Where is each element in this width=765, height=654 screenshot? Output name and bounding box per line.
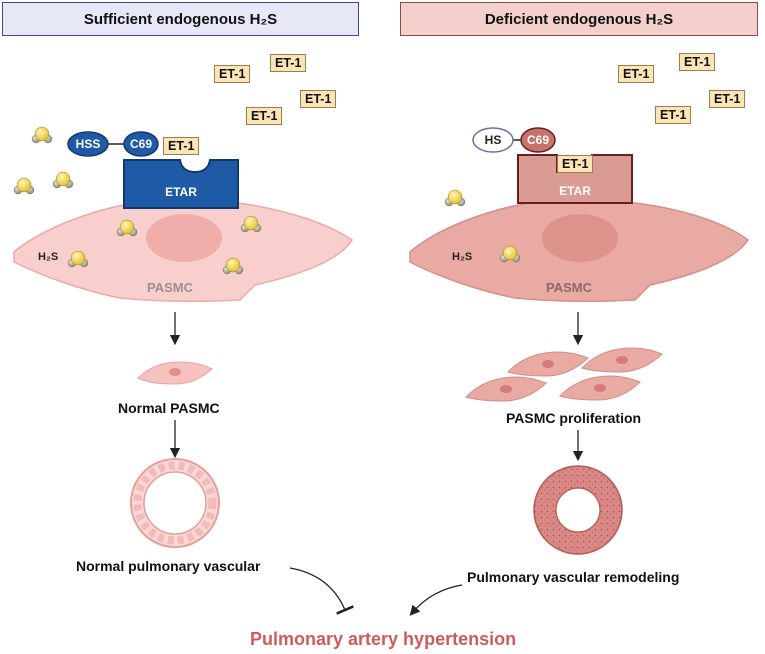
nucleus-right bbox=[542, 214, 618, 262]
h2s-molecule-icon bbox=[116, 219, 138, 237]
h2s-molecule-icon bbox=[67, 250, 89, 268]
h2s-molecule-icon bbox=[52, 171, 74, 189]
et1-bound-right: ET-1 bbox=[557, 155, 594, 173]
hss-label: HSS bbox=[75, 137, 101, 151]
h2s-molecule-icon bbox=[444, 189, 466, 207]
proliferating-cell bbox=[581, 347, 663, 373]
h2s-molecule-icon bbox=[31, 126, 53, 144]
c69-label-right: C69 bbox=[526, 133, 549, 147]
et1-ligand: ET-1 bbox=[214, 65, 251, 83]
vascular-remodeling-label: Pulmonary vascular remodeling bbox=[467, 569, 680, 585]
h2s-molecule-icon bbox=[499, 245, 521, 263]
proliferating-cells bbox=[465, 347, 663, 402]
c69-label-left: C69 bbox=[129, 137, 152, 151]
hss-oval bbox=[67, 131, 109, 157]
hs-oval bbox=[472, 127, 514, 153]
proliferating-cell bbox=[465, 376, 547, 402]
h2s-molecule-icon bbox=[13, 177, 35, 195]
outcome-label: Pulmonary artery hypertension bbox=[250, 629, 517, 649]
et1-ligand: ET-1 bbox=[655, 106, 692, 124]
pasmc-label-right: PASMC bbox=[546, 280, 592, 295]
etar-label-right: ETAR bbox=[559, 184, 591, 198]
normal-pasmc-label: Normal PASMC bbox=[118, 400, 220, 416]
et1-ligand: ET-1 bbox=[709, 90, 746, 108]
inhibit-arrow bbox=[289, 567, 354, 615]
proliferating-cell bbox=[559, 375, 641, 401]
etar-label-left: ETAR bbox=[165, 185, 197, 199]
normal-vessel bbox=[130, 458, 220, 548]
et1-ligand: ET-1 bbox=[300, 90, 337, 108]
et1-ligand: ET-1 bbox=[679, 53, 716, 71]
h2s-molecule-icon bbox=[240, 215, 262, 233]
promote-arrow bbox=[409, 584, 463, 616]
h2s-label-left: H₂S bbox=[38, 251, 59, 263]
hs-label: HS bbox=[484, 133, 502, 147]
h2s-molecules-right bbox=[444, 189, 521, 263]
pasmc-proliferation-label: PASMC proliferation bbox=[506, 410, 642, 426]
right-panel-header: Deficient endogenous H₂S bbox=[400, 2, 758, 36]
et1-ligand: ET-1 bbox=[246, 107, 283, 125]
proliferating-cell bbox=[507, 351, 589, 377]
pasmc-label-left: PASMC bbox=[147, 280, 193, 295]
h2s-molecule-icon bbox=[222, 257, 244, 275]
c69-oval-right bbox=[520, 127, 556, 153]
h2s-label-right: H₂S bbox=[452, 251, 473, 263]
etar-receptor-left bbox=[123, 159, 239, 209]
normal-vascular-label: Normal pulmonary vascular bbox=[76, 558, 261, 574]
c69-oval-left bbox=[123, 131, 159, 157]
normal-pasmc-nucleus bbox=[169, 368, 181, 376]
h2s-molecules-left bbox=[13, 126, 262, 275]
nucleus-left bbox=[146, 214, 222, 262]
et1-bound-left: ET-1 bbox=[163, 137, 200, 155]
et1-ligand: ET-1 bbox=[618, 65, 655, 83]
remodeled-vessel bbox=[533, 465, 623, 555]
et1-ligand: ET-1 bbox=[270, 54, 307, 72]
left-panel-header: Sufficient endogenous H₂S bbox=[2, 2, 359, 36]
